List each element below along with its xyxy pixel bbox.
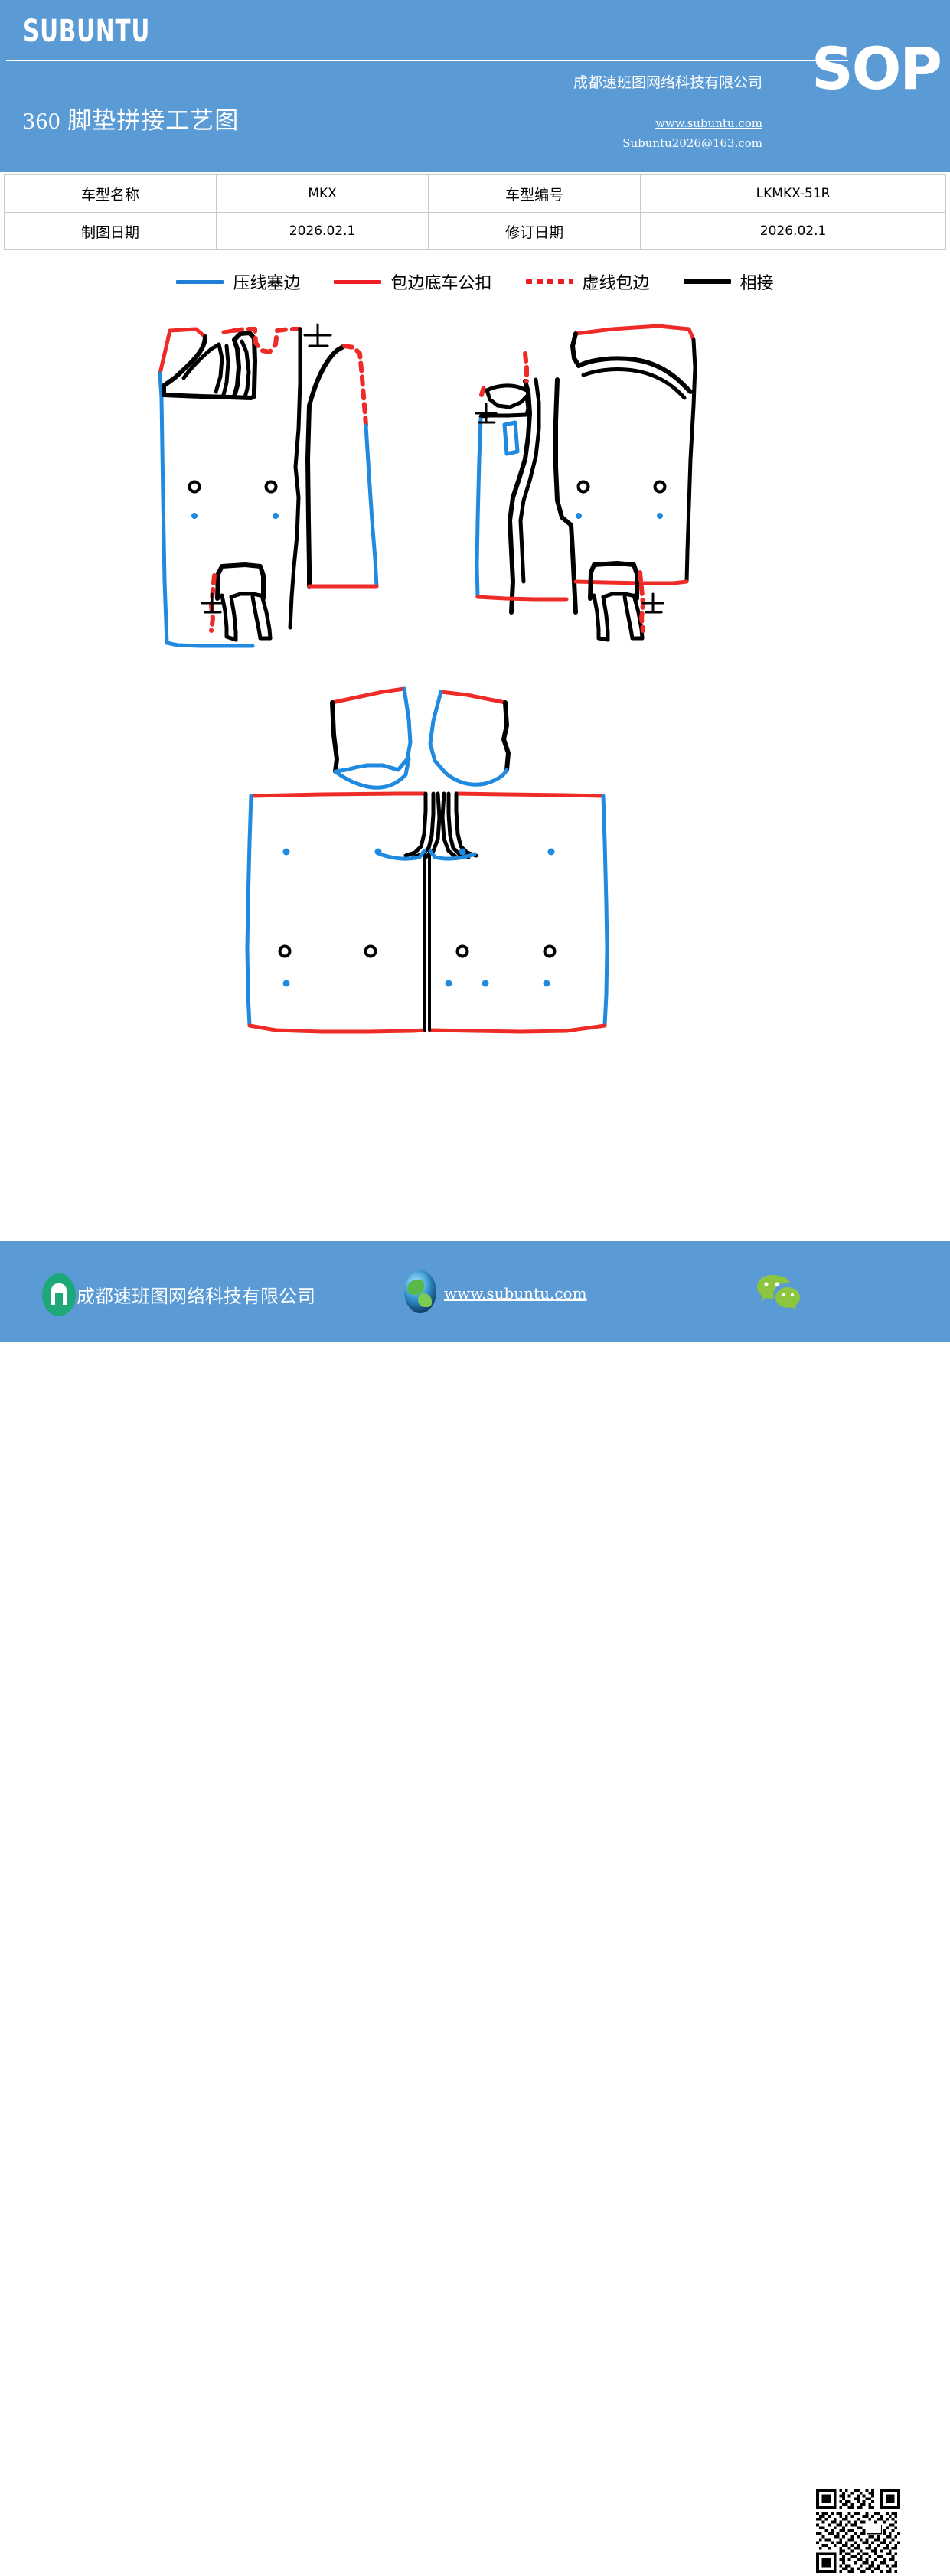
wechat-icon — [756, 1273, 801, 1313]
header-email: Subuntu2026@163.com — [622, 136, 762, 150]
legend-item-joint: 相接 — [683, 269, 774, 294]
legend-item-press-edge: 压线塞边 — [176, 269, 300, 294]
pattern-drawing-area — [0, 306, 950, 1232]
table-row: 制图日期 2026.02.1 修订日期 2026.02.1 — [3, 212, 946, 250]
footer-website-link[interactable]: www.subuntu.com — [444, 1284, 587, 1303]
front-left-center-panel — [305, 344, 379, 589]
page-footer: 成都速班图网络科技有限公司 www.subuntu.com — [0, 1241, 950, 2576]
rear-side-piece-right — [428, 690, 511, 787]
draw-date-value: 2026.02.1 — [216, 212, 429, 250]
legend-swatch-blue-icon — [176, 279, 224, 284]
footer-company-name: 成都速班图网络科技有限公司 — [77, 1287, 315, 1307]
legend-label-dashed-edge: 虚线包边 — [582, 273, 650, 292]
brand-logo: SUBUNTU — [23, 14, 151, 49]
legend-swatch-black-icon — [683, 279, 731, 284]
front-right-mat — [475, 324, 697, 642]
building-icon — [42, 1273, 76, 1316]
legend-item-dashed-edge: 虚线包边 — [525, 269, 650, 294]
globe-icon — [404, 1270, 436, 1313]
rear-side-piece-left — [330, 686, 413, 790]
model-code-label: 车型编号 — [428, 174, 641, 213]
table-row: 车型名称 MKX 车型编号 LKMKX-51R — [3, 174, 946, 213]
sop-badge: SOP — [811, 34, 942, 103]
page-title: 360 脚垫拼接工艺图 — [23, 107, 240, 134]
legend-swatch-dotted-icon — [525, 279, 573, 284]
legend-label-joint: 相接 — [739, 273, 774, 292]
qr-code — [813, 2486, 903, 2576]
header-divider — [6, 60, 848, 61]
model-name-value: MKX — [216, 174, 429, 213]
vehicle-info-table: 车型名称 MKX 车型编号 LKMKX-51R 制图日期 2026.02.1 修… — [3, 174, 946, 250]
draw-date-label: 制图日期 — [3, 212, 217, 250]
page-header: SUBUNTU 360 脚垫拼接工艺图 成都速班图网络科技有限公司 www.su… — [0, 0, 950, 172]
header-website-link[interactable]: www.subuntu.com — [655, 116, 762, 130]
revise-date-value: 2026.02.1 — [640, 212, 946, 250]
rear-main-mat — [245, 791, 609, 1034]
legend-label-press-edge: 压线塞边 — [233, 273, 301, 292]
revise-date-label: 修订日期 — [428, 212, 641, 250]
model-code-value: LKMKX-51R — [640, 174, 946, 213]
front-left-mat — [158, 323, 332, 648]
legend-label-bound-edge: 包边底车公扣 — [390, 273, 492, 292]
model-name-label: 车型名称 — [3, 174, 217, 213]
legend-item-bound-edge: 包边底车公扣 — [334, 269, 492, 294]
legend: 压线塞边 包边底车公扣 虚线包边 相接 — [0, 269, 950, 294]
legend-swatch-red-icon — [334, 279, 382, 284]
header-company-name: 成都速班图网络科技有限公司 — [573, 75, 762, 91]
